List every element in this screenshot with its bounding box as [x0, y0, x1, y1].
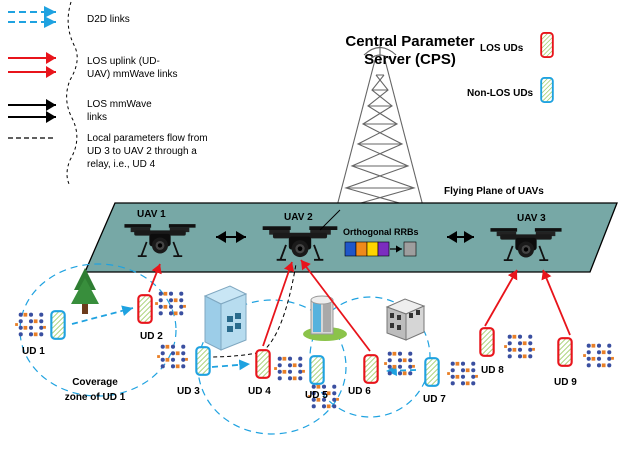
ud-6-icon — [363, 353, 379, 385]
rrb-blocks — [344, 241, 417, 257]
ud-8-icon — [479, 326, 495, 358]
legend-mmwave-label-1: LOS mmWave — [87, 99, 152, 110]
legend-local-flow-label-2: UD 3 to UAV 2 through a — [87, 146, 197, 157]
ud-9-icon — [557, 336, 573, 368]
ud-7-label: UD 7 — [423, 394, 446, 405]
office-tower-icon — [303, 295, 347, 341]
ud-labels: UD 1 UD 2 UD 3 UD 4 UD 5 UD 6 UD 7 UD 8 … — [22, 331, 577, 405]
tree-icon — [71, 268, 99, 314]
legend-uplink-label-1: LOS uplink (UD- — [87, 56, 160, 67]
coverage-label-1: Coverage — [72, 377, 118, 388]
legend-local-flow-label-1: Local parameters flow from — [87, 133, 208, 144]
ud-1-label: UD 1 — [22, 346, 45, 357]
d2d-arrows — [71, 305, 417, 377]
building-icon — [203, 285, 248, 351]
coverage-label-2: zone of UD 1 — [65, 392, 126, 403]
ud-3-label: UD 3 — [177, 386, 200, 397]
uav-2-label: UAV 2 — [284, 212, 313, 223]
uav-2: UAV 2 — [261, 212, 339, 261]
nlos-ud-label: Non-LOS UDs — [467, 88, 534, 99]
ud-4-icon — [255, 348, 271, 380]
legend: D2D links LOS uplink (UD- UAV) mmWave li… — [8, 1, 208, 187]
ud-6-label: UD 6 — [348, 386, 371, 397]
cps-uav2-link — [319, 209, 341, 231]
ud-4-label: UD 4 — [248, 386, 271, 397]
legend-local-flow-label-3: relay, i.e., UD 4 — [87, 159, 156, 170]
ud-1-icon — [50, 310, 66, 340]
ud-7-icon — [424, 357, 440, 387]
cps-tower-icon — [335, 44, 425, 211]
apartment-icon — [385, 298, 426, 341]
uav-plane — [84, 202, 618, 273]
cps-title-2: Server (CPS) — [364, 51, 456, 68]
legend-uplink-label-2: UAV) mmWave links — [87, 69, 178, 80]
los-ud-label: LOS UDs — [480, 43, 524, 54]
uav-1-label: UAV 1 — [137, 209, 166, 220]
legend-mmwave-label-2: links — [87, 112, 107, 123]
ud-8-label: UD 8 — [481, 365, 504, 376]
ud-2-icon — [137, 293, 153, 325]
cps-title-1: Central Parameter — [345, 33, 474, 50]
ud-5-icon — [309, 355, 325, 385]
uplink-arrows — [148, 259, 571, 352]
nlos-ud-icon — [540, 76, 554, 104]
ud-2-label: UD 2 — [140, 331, 163, 342]
legend-divider — [66, 1, 78, 187]
legend-d2d-label: D2D links — [87, 14, 130, 25]
rrb-label: Orthogonal RRBs — [343, 227, 419, 237]
plane-title: Flying Plane of UAVs — [444, 186, 544, 197]
ud-3-icon — [195, 346, 211, 376]
uav-1: UAV 1 — [123, 209, 197, 258]
uav-3-label: UAV 3 — [517, 213, 546, 224]
ud-9-label: UD 9 — [554, 377, 577, 388]
ud-5-label: UD 5 — [305, 390, 328, 401]
los-ud-icon — [540, 31, 554, 59]
uav-3: UAV 3 — [489, 213, 563, 262]
